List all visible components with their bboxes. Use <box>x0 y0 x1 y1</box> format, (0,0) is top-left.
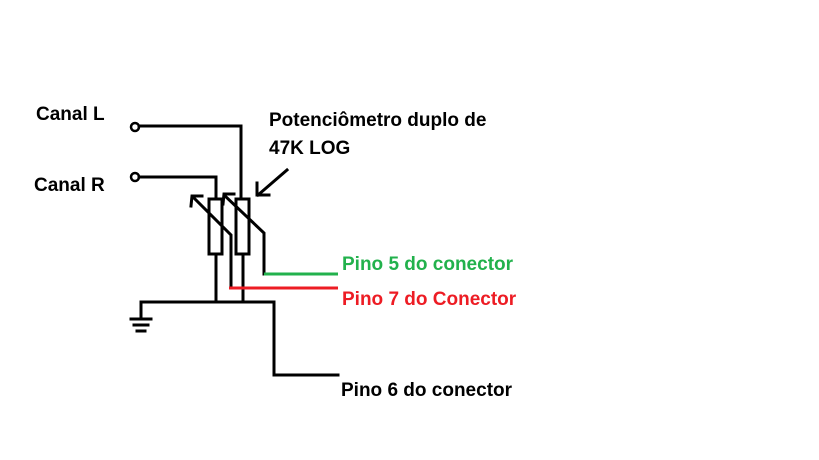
potentiometer-label-line1: Potenciômetro duplo de <box>269 110 487 131</box>
pino7-label: Pino 7 do Conector <box>342 289 517 310</box>
potentiometer-pointer-arrow <box>255 167 290 198</box>
canal-l-wire <box>137 124 243 199</box>
pino6-wire <box>272 300 340 377</box>
potentiometer-right-wiper-arrowhead <box>221 192 236 206</box>
potentiometer-left-body <box>207 197 224 256</box>
pino5-label: Pino 5 do conector <box>342 254 514 275</box>
canal-l-label: Canal L <box>36 104 105 125</box>
pino6-label: Pino 6 do conector <box>341 380 513 401</box>
canal-r-wire <box>137 175 218 199</box>
potentiometer-label-line2: 47K LOG <box>269 138 351 159</box>
potentiometer-left-wiper-arrowhead <box>189 194 204 208</box>
potentiometer-pointer-arrowhead <box>255 181 271 197</box>
potentiometer-left-wiper <box>190 194 233 290</box>
potentiometer-right-wiper <box>222 193 266 276</box>
canal-r-label: Canal R <box>34 175 105 196</box>
